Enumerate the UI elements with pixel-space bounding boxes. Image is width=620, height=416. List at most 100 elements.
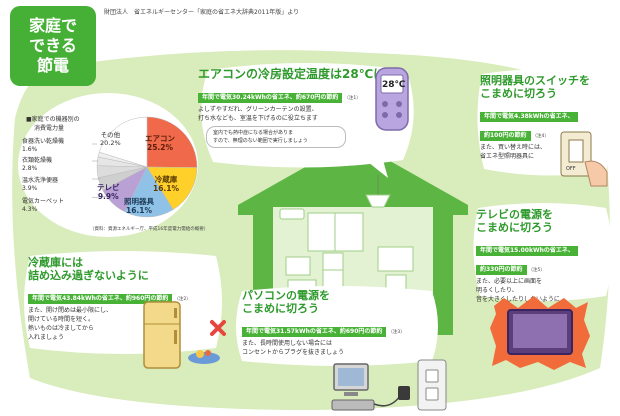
- title-line-3: 節電: [36, 56, 69, 75]
- lighting-note: （注4）: [532, 134, 549, 139]
- legend-label: 温水洗浄便器: [22, 177, 59, 184]
- pie-slice-2: [124, 166, 174, 218]
- chart-source-note: （資料：資源エネルギー庁、平成16年度電力需給の概要）: [90, 227, 209, 232]
- pie-label-name: 冷蔵庫: [154, 175, 178, 184]
- tv-saving-1: 年間で電気15.00kWhの省エネ、: [476, 246, 578, 256]
- pc-body-line-2: コンセントからプラグを抜きましょう: [242, 349, 345, 356]
- fridge-body: また、開け閉めは最小限にし、 開けている時間を短く。 熱いものは冷ましてから 入…: [28, 306, 228, 342]
- pie-slice-8: [98, 116, 148, 168]
- legend-label: 衣類乾燥機: [22, 157, 53, 164]
- title-line-2: できる: [29, 36, 77, 55]
- leader-line-carpet: [92, 195, 109, 199]
- pc-saving: 年間で電気31.57kWhの省エネ、約690円の節約: [242, 327, 387, 337]
- pie-label-value: 25.2%: [146, 143, 174, 152]
- pie-label-value: 20.2%: [100, 139, 121, 147]
- legend-carpet: 電気カーペット 4.3%: [22, 198, 64, 214]
- fridge-body-line-3: 熱いものは冷ましてから: [28, 325, 94, 332]
- lighting-tip: 照明器具のスイッチを こまめに切ろう 年間で電気4.38kWhの省エネ、 約10…: [480, 74, 610, 161]
- fridge-body-line-1: また、開け閉めは最小限にし、: [28, 307, 113, 314]
- page-title: 家庭で できる 節電: [10, 6, 96, 86]
- pie-label-value: 16.1%: [125, 206, 153, 215]
- fridge-body-line-4: 入れましょう: [28, 334, 65, 341]
- remote-control-icon: [375, 67, 409, 131]
- source-credit: 財団法人 省エネルギーセンター「家庭の省エネ大辞典2011年版」より: [104, 9, 300, 16]
- pie-label-name: エアコン: [145, 134, 175, 143]
- legend-toilet: 温水洗浄便器 3.9%: [22, 177, 58, 193]
- switch-label: OFF: [566, 166, 576, 172]
- fridge-icon: [143, 301, 226, 369]
- pc-outlet-icon: [331, 359, 447, 411]
- pie-label-name: 照明器具: [124, 197, 154, 206]
- tv-tip: テレビの電源を こまめに切ろう 年間で電気15.00kWhの省エネ、 約330円…: [476, 208, 614, 304]
- legend-value: 3.9%: [22, 185, 38, 192]
- tv-note: （注5）: [528, 268, 545, 273]
- pc-body-line-1: また、長時間使用しない場合には: [242, 340, 333, 347]
- lighting-headline-line-2: こまめに切ろう: [480, 87, 557, 100]
- chart-title: ■家庭での機器別の 消費電力量: [26, 115, 80, 133]
- chart-title-line-2: 消費電力量: [34, 125, 65, 132]
- lighting-body-line-1: また、買い替え時には、: [480, 144, 547, 151]
- pie-slice-0: [146, 116, 198, 168]
- legend-clothes-dryer: 衣類乾燥機 2.8%: [22, 157, 52, 173]
- pc-headline-line-2: こまめに切ろう: [242, 302, 319, 315]
- tv-saving-2: 約330円の節約: [476, 265, 527, 275]
- aircon-body: よしずやすだれ、グリーンカーテンの設置、 打ち水なども、室温を下げるのに役立ちま…: [198, 105, 423, 123]
- light-switch-icon: [560, 131, 608, 187]
- tv-body-line-1: また、必要以上に画面を: [476, 278, 543, 285]
- tv-body-line-3: 音を大きくしたりしないように: [476, 296, 560, 303]
- fridge-body-line-2: 開けている時間を短く。: [28, 316, 95, 323]
- aircon-body-line-2: 打ち水なども、室温を下げるのに役立ちます: [198, 115, 318, 122]
- legend-dishwasher: 食器洗い乾燥機 1.6%: [22, 138, 64, 154]
- legend-value: 1.6%: [22, 146, 38, 153]
- aircon-body-line-1: よしずやすだれ、グリーンカーテンの設置、: [198, 106, 318, 113]
- pie-label-value: 16.1%: [153, 184, 180, 193]
- tv-headline-line-1: テレビの電源を: [476, 208, 553, 221]
- legend-label: 電気カーペット: [22, 198, 65, 205]
- pie-label-name: テレビ: [97, 183, 120, 192]
- lighting-body: また、買い替え時には、 省エネ型照明器具に: [480, 143, 610, 161]
- fridge-headline: 冷蔵庫には 詰め込み過ぎないように: [28, 256, 228, 282]
- aircon-aside-note: 室内でも熱中症になる場合がありま すので、無理のない範囲で実行しましょう: [206, 126, 346, 148]
- pie-label-name: その他: [100, 131, 121, 139]
- lighting-saving-2: 約100円の節約: [480, 131, 531, 141]
- pie-label-lighting: 照明器具 16.1%: [124, 197, 154, 215]
- lighting-headline-line-1: 照明器具のスイッチを: [480, 74, 590, 87]
- pie-slice-1: [146, 166, 198, 210]
- fridge-saving: 年間で電気43.84kWhの省エネ、約960円の節約: [28, 294, 173, 304]
- aircon-aside-line-1: 室内でも熱中症になる場合がありま: [213, 130, 294, 136]
- pc-headline-line-1: パソコンの電源を: [242, 289, 330, 302]
- lighting-saving-1: 年間で電気4.38kWhの省エネ、: [480, 112, 578, 122]
- lighting-body-line-2: 省エネ型照明器具に: [480, 153, 535, 160]
- aircon-headline: エアコンの冷房設定温度は28℃に: [198, 67, 386, 81]
- pc-bubble-bg: [236, 286, 438, 366]
- legend-value: 2.8%: [22, 165, 38, 172]
- aircon-saving: 年間で電気30.24kWhの省エネ、約670円の節約: [198, 93, 343, 103]
- remote-display: 28℃: [382, 80, 406, 90]
- aircon-aside-line-2: すので、無理のない範囲で実行しましょう: [213, 138, 308, 144]
- legend-label: 食器洗い乾燥機: [22, 138, 65, 145]
- tv-headline: テレビの電源を こまめに切ろう: [476, 208, 614, 234]
- pie-label-other: その他 20.2%: [100, 131, 121, 147]
- pc-note: （注3）: [388, 330, 405, 335]
- fridge-headline-line-1: 冷蔵庫には: [28, 256, 83, 269]
- fridge-tip: 冷蔵庫には 詰め込み過ぎないように 年間で電気43.84kWhの省エネ、約960…: [28, 256, 228, 342]
- aircon-tip: エアコンの冷房設定温度は28℃に 年間で電気30.24kWhの省エネ、約670円…: [198, 68, 423, 123]
- pc-tip: パソコンの電源を こまめに切ろう 年間で電気31.57kWhの省エネ、約690円…: [242, 289, 442, 357]
- tv-body: また、必要以上に画面を 明るくしたり、 音を大きくしたりしないように: [476, 277, 614, 304]
- tv-headline-line-2: こまめに切ろう: [476, 221, 553, 234]
- title-line-1: 家庭で: [28, 16, 77, 35]
- tv-body-line-2: 明るくしたり、: [476, 287, 518, 294]
- fridge-note: （注2）: [174, 297, 191, 302]
- pie-chart: [92, 116, 198, 218]
- fridge-headline-line-2: 詰め込み過ぎないように: [28, 269, 149, 282]
- pie-label-value: 9.9%: [97, 192, 119, 201]
- legend-value: 4.3%: [22, 206, 38, 213]
- pc-headline: パソコンの電源を こまめに切ろう: [242, 289, 442, 315]
- pie-label-aircon: エアコン 25.2%: [145, 134, 175, 152]
- aircon-note: （注1）: [344, 96, 361, 101]
- lighting-headline: 照明器具のスイッチを こまめに切ろう: [480, 74, 610, 100]
- pie-label-fridge: 冷蔵庫 16.1%: [153, 175, 179, 193]
- pie-label-tv: テレビ 9.9%: [97, 183, 120, 201]
- tv-icon: [490, 296, 590, 370]
- chart-title-line-1: ■家庭での機器別の: [26, 116, 80, 123]
